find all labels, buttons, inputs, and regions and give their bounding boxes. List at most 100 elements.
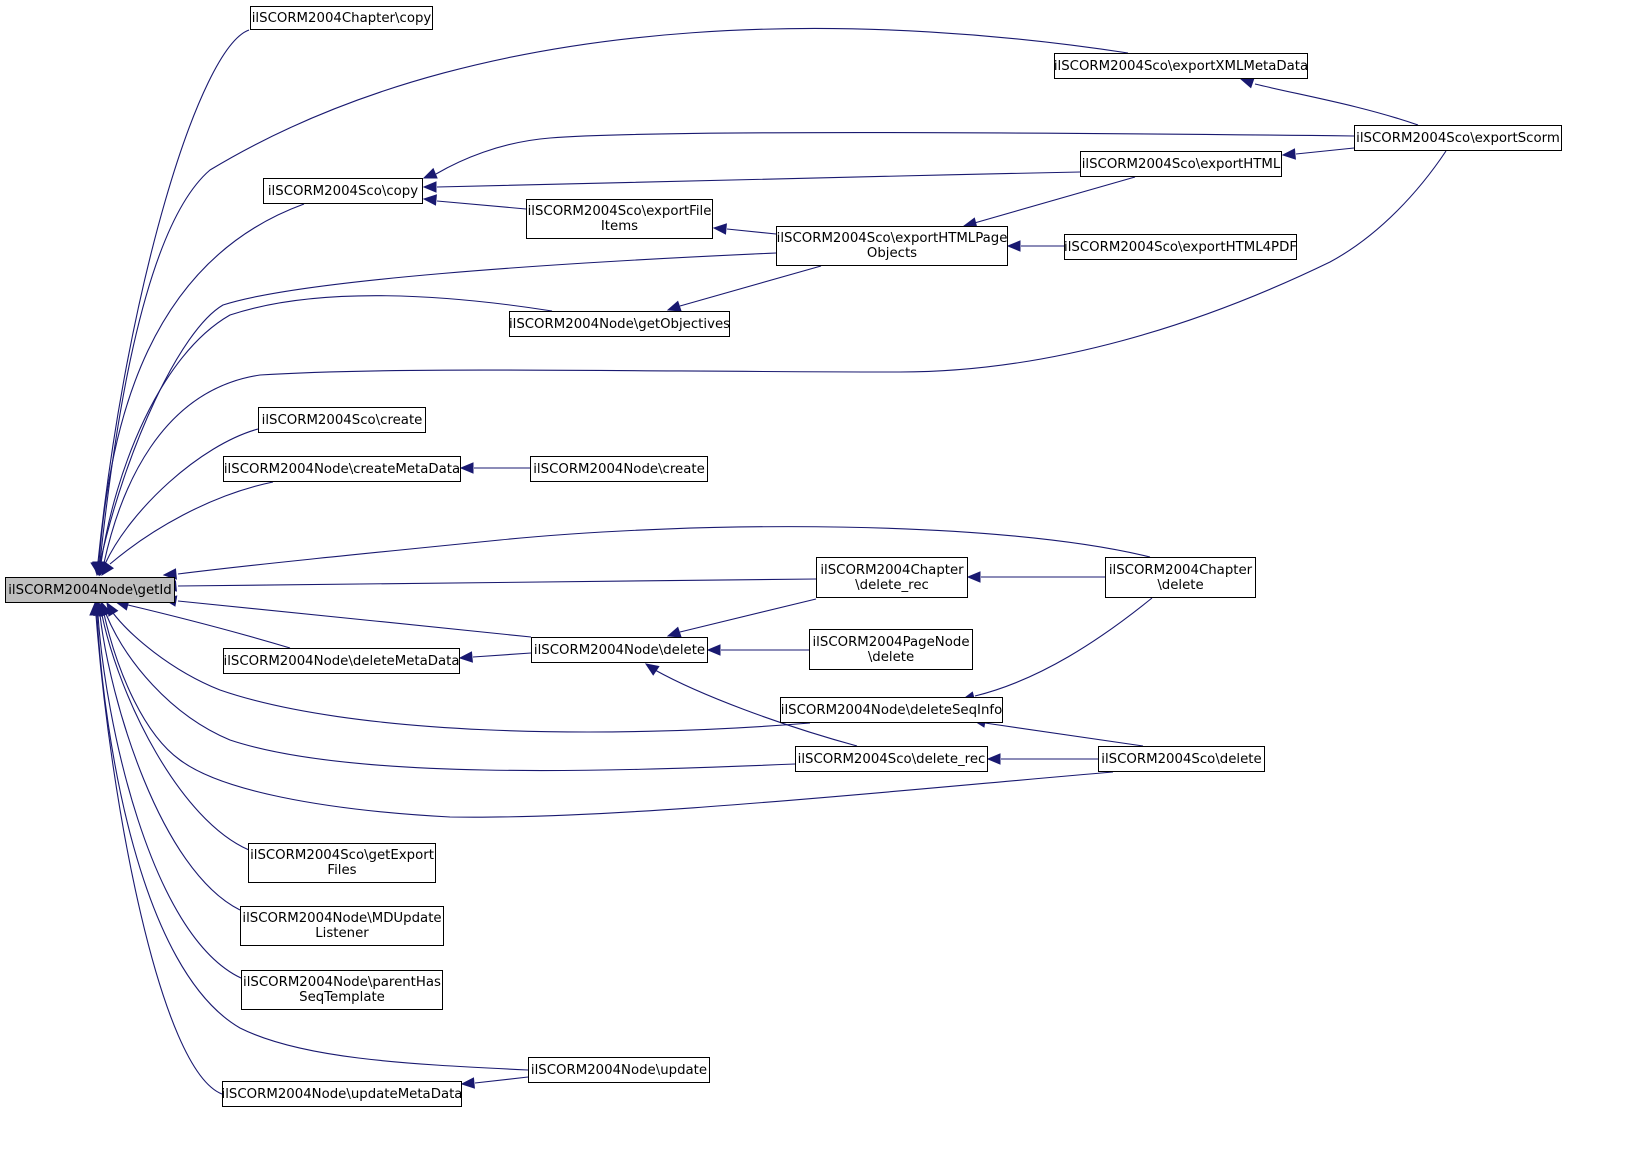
node-label-line: Objects [866, 246, 918, 261]
edge-arrowhead [986, 753, 1001, 765]
node-label-line: ilSCORM2004Node\parentHas [243, 975, 441, 990]
node-label-line: \delete [1157, 577, 1204, 593]
node-label-line: ilSCORM2004Node\MDUpdate [242, 911, 442, 926]
edge-exportHTMLPageObjects-to-exportFileItems [726, 228, 777, 235]
node-node-delete-seq-info[interactable]: ilSCORM2004Node\deleteSeqInfo [780, 697, 1003, 723]
node-label-line: \delete_rec [855, 577, 929, 593]
node-chapter-delete[interactable]: ilSCORM2004Chapter\delete [1105, 557, 1256, 598]
node-label-line: \delete [867, 649, 915, 665]
node-node-delete[interactable]: ilSCORM2004Node\delete [531, 637, 708, 663]
edge-arrowhead [422, 181, 437, 193]
node-label-line: ilSCORM2004Node\getId [8, 582, 172, 598]
edge-getExportFiles-to-getId [101, 614, 250, 851]
node-sco-export-xml-metadata[interactable]: ilSCORM2004Sco\exportXMLMetaData [1054, 53, 1308, 79]
edge-exportXMLMetaData-to-getId [99, 27, 1129, 563]
node-node-update-metadata[interactable]: ilSCORM2004Node\updateMetaData [222, 1081, 462, 1107]
node-label-line: SeqTemplate [299, 990, 385, 1005]
node-label-line: ilSCORM2004Node\delete [533, 642, 706, 658]
edge-exportHTMLPageObjects-to-getObjectives [679, 265, 822, 307]
node-node-delete-metadata[interactable]: ilSCORM2004Node\deleteMetaData [223, 648, 460, 674]
edge-exportScorm-to-getId [103, 150, 1447, 564]
edge-arrowhead [1281, 148, 1296, 160]
edge-arrowhead [666, 300, 682, 312]
edge-updateMetaData-to-getId [95, 614, 223, 1095]
node-label-line: Listener [315, 926, 369, 941]
edge-arrowhead [101, 561, 115, 577]
node-sco-copy[interactable]: ilSCORM2004Sco\copy [263, 178, 423, 204]
node-node-create[interactable]: ilSCORM2004Node\create [530, 456, 708, 482]
node-label-line: ilSCORM2004Chapter [820, 562, 964, 578]
node-label-line: ilSCORM2004Sco\exportHTML [1081, 156, 1281, 172]
node-sco-export-html4pdf[interactable]: ilSCORM2004Sco\exportHTML4PDF [1064, 234, 1297, 260]
node-label-line: ilSCORM2004Chapter\copy [251, 10, 432, 26]
edge-arrowhead [458, 651, 473, 663]
edge-exportScorm-to-exportHTML [1295, 147, 1355, 155]
node-label-line: ilSCORM2004Sco\create [261, 412, 423, 428]
edge-chapterDelete-to-deleteSeqInfo [974, 597, 1153, 697]
node-label-line: Files [327, 863, 357, 878]
edge-arrowhead [422, 194, 437, 206]
edge-getObjectives-to-getId [100, 295, 553, 564]
node-label-line: ilSCORM2004Sco\delete [1101, 751, 1262, 767]
node-sco-export-html[interactable]: ilSCORM2004Sco\exportHTML [1080, 151, 1282, 177]
node-label-line: ilSCORM2004Node\createMetaData [223, 461, 461, 477]
edge-arrowhead [1006, 240, 1021, 252]
edge-exportHTMLPageObjects-to-exportHTML [963, 176, 1136, 227]
edge-arrowhead [460, 1077, 475, 1089]
edge-arrowhead [89, 601, 101, 616]
edge-nodeDelete-to-getId [177, 600, 532, 638]
node-chapter-delete-rec[interactable]: ilSCORM2004Chapter\delete_rec [816, 557, 968, 598]
node-sco-delete-rec[interactable]: ilSCORM2004Sco\delete_rec [795, 746, 988, 772]
node-label-line: ilSCORM2004Sco\exportHTML4PDF [1064, 239, 1297, 255]
node-label-line: ilSCORM2004Node\deleteMetaData [223, 653, 460, 669]
edge-chapterDeleteRec-to-nodeDelete [679, 598, 817, 633]
node-label-line: ilSCORM2004Node\getObjectives [508, 316, 731, 332]
edge-scoDelete-to-deleteSeqInfo [984, 722, 1144, 747]
node-label-line: ilSCORM2004Node\update [530, 1062, 708, 1078]
edge-deleteMetaData-to-getId [127, 604, 291, 649]
node-sco-delete[interactable]: ilSCORM2004Sco\delete [1098, 746, 1265, 772]
node-node-create-metadata[interactable]: ilSCORM2004Node\createMetaData [223, 456, 461, 482]
edge-arrowhead [712, 223, 727, 235]
edge-exportFileItems-to-scoCopy [436, 200, 527, 210]
edge-chapterDelete-to-getId [177, 526, 1151, 575]
node-label-line: ilSCORM2004Sco\exportScorm [1356, 130, 1560, 146]
edge-exportScorm-to-exportXMLMetaData [1254, 83, 1419, 126]
edge-scoDelete-to-getId [103, 613, 1114, 818]
node-sco-create[interactable]: ilSCORM2004Sco\create [258, 407, 426, 433]
node-pagenode-delete[interactable]: ilSCORM2004PageNode\delete [809, 629, 973, 670]
edge-arrowhead [644, 663, 660, 676]
edge-deleteSeqInfo-to-getId [112, 612, 811, 733]
node-getid: ilSCORM2004Node\getId [5, 577, 175, 603]
edge-exportScorm-to-scoCopy [435, 131, 1355, 175]
node-label-line: ilSCORM2004Sco\delete_rec [797, 751, 986, 767]
edge-nodeUpdate-to-updateMetaData [474, 1076, 529, 1084]
edge-scoCopy-to-getId [98, 203, 305, 563]
node-chapter-copy[interactable]: ilSCORM2004Chapter\copy [250, 6, 433, 30]
edge-mdUpdateListener-to-getId [99, 614, 241, 911]
node-label-line: ilSCORM2004Chapter [1108, 562, 1253, 578]
node-label-line: ilSCORM2004Node\deleteSeqInfo [780, 702, 1003, 718]
node-label-line: Items [600, 219, 639, 234]
edge-scoDeleteRec-to-getId [105, 613, 796, 772]
edge-chapterDeleteRec-to-getId [177, 578, 817, 587]
node-label-line: ilSCORM2004Sco\getExport [250, 848, 434, 863]
node-node-update[interactable]: ilSCORM2004Node\update [528, 1057, 710, 1083]
node-label-line: ilSCORM2004Sco\exportFile [527, 204, 712, 219]
node-label-line: ilSCORM2004Sco\exportXMLMetaData [1053, 58, 1309, 74]
edge-createMetaData-to-getId [109, 481, 274, 565]
edge-arrowhead [966, 571, 981, 583]
node-label-line: ilSCORM2004Node\create [533, 461, 705, 477]
node-node-get-objectives[interactable]: ilSCORM2004Node\getObjectives [509, 311, 730, 337]
edge-scoCreate-to-getId [104, 428, 259, 565]
edge-exportHTMLPageObjects-to-getId [99, 252, 777, 564]
node-sco-export-scorm[interactable]: ilSCORM2004Sco\exportScorm [1354, 125, 1562, 151]
edge-scoDeleteRec-to-nodeDelete [654, 669, 858, 747]
edge-exportHTML-to-scoCopy [436, 171, 1081, 188]
